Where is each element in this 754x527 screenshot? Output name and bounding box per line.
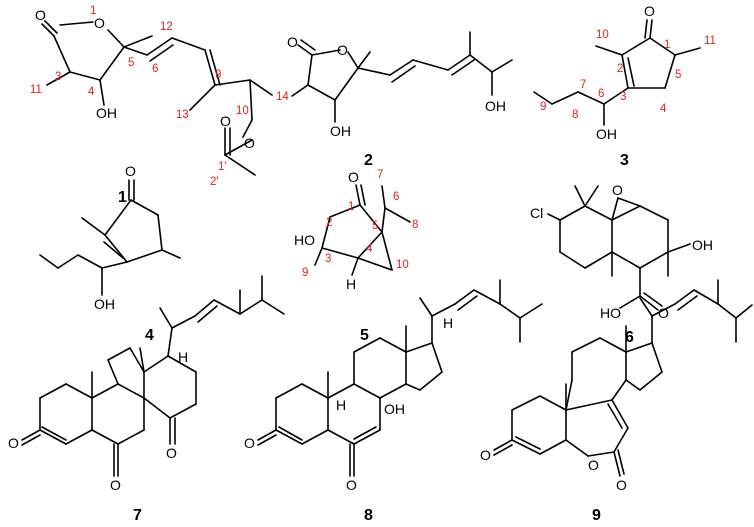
compound-3-num: 8 [572, 109, 578, 121]
compound-5-num: 5 [372, 220, 378, 232]
compound-1-atom-O1: O [35, 7, 46, 23]
compound-1-atom-O3: O [244, 135, 255, 151]
compound-8-atom-H2: H [443, 315, 453, 331]
compound-3-num: 1 [664, 39, 670, 51]
compound-2-atoms: O O OH OH [287, 34, 506, 139]
compound-3-num: 11 [704, 35, 716, 47]
compound-5-num: 8 [412, 219, 418, 231]
compound-6-atom-HO: HO [600, 305, 621, 321]
compound-1-num: 3 [55, 71, 61, 83]
compound-1-atom-O4: O [220, 113, 231, 129]
compound-4-label: 4 [145, 327, 154, 344]
compound-7-atom-O3: O [166, 445, 177, 461]
compound-5-num: 1 [348, 201, 354, 213]
compound-5-atom-O1: O [348, 169, 359, 185]
compound-1-num: 2' [210, 176, 219, 188]
compound-3-num: 5 [675, 69, 681, 81]
compound-5-numbering: 7 6 1 5 2 8 3 4 9 10 [302, 169, 418, 279]
compound-1-num: 1 [90, 5, 96, 17]
compound-6-atom-O: O [612, 182, 623, 198]
compound-7-atom-O2: O [110, 477, 121, 493]
compound-1-num: 1' [218, 161, 227, 173]
compound-8-atom-H1: H [336, 397, 346, 413]
compound-3-num: 7 [580, 79, 586, 91]
compound-9-structure [493, 279, 753, 477]
compound-1-num: 5 [128, 57, 134, 69]
compound-5-atom-HO: HO [294, 232, 315, 248]
compound-2-atom-O2: O [337, 42, 348, 58]
compound-4-structure [39, 179, 181, 296]
compound-3-num: 4 [660, 103, 667, 115]
compound-5-structure [314, 184, 411, 276]
compound-1-num: 6 [152, 63, 158, 75]
compound-7-structure [21, 275, 285, 477]
compound-7-atom-O1: O [8, 435, 19, 451]
compound-9-atom-O1: O [480, 447, 491, 463]
compound-8-atom-O2: O [346, 477, 357, 493]
compound-4-atom-O1: O [125, 163, 136, 179]
compound-7-atom-H: H [178, 349, 188, 365]
compound-1-num: 11 [30, 84, 42, 96]
compound-8-structure [257, 279, 543, 477]
compound-3-atom-OH: OH [596, 126, 617, 142]
compound-4-atoms: O OH [94, 163, 136, 312]
compound-6-atom-Cl: Cl [530, 205, 543, 221]
compound-5-num: 10 [396, 259, 409, 271]
compound-7-label: 7 [133, 507, 142, 524]
compound-9-atoms: O O O [480, 447, 627, 493]
compound-6-structure [547, 185, 691, 311]
compound-3-structure [533, 19, 701, 126]
compound-3-num: 3 [620, 91, 626, 103]
compound-3-num: 2 [617, 63, 623, 75]
compound-3-num: 9 [540, 101, 546, 113]
compound-6-atom-OH: OH [692, 237, 713, 253]
compound-6-atom-O2: O [658, 305, 669, 321]
compound-9-atom-O3: O [616, 477, 627, 493]
compound-3-atom-O1: O [644, 3, 655, 19]
compound-1-num: 9 [215, 69, 221, 81]
compound-8-label: 8 [364, 507, 373, 524]
compound-1-num: 13 [176, 109, 189, 121]
compound-2-atom-O1: O [287, 34, 298, 50]
compound-1-num: 4 [88, 86, 95, 98]
compound-4-atom-OH: OH [94, 296, 115, 312]
compound-3-atoms: O OH [596, 3, 655, 142]
compound-5-num: 4 [366, 243, 373, 255]
compound-6-atoms: Cl O OH HO O [530, 182, 713, 321]
compound-8-atom-O1: O [244, 435, 255, 451]
compound-8-atom-OH: OH [384, 401, 405, 417]
compound-1-atom-O2: O [94, 15, 105, 31]
compound-3-label: 3 [620, 152, 629, 169]
compound-2-atom-OH1: OH [330, 123, 351, 139]
compound-1-atom-OH: OH [96, 105, 117, 121]
compound-1-structure [41, 20, 273, 176]
compound-5-atoms: O HO H [294, 169, 359, 292]
compound-5-num: 6 [393, 191, 399, 203]
compound-1-num: 14 [276, 91, 289, 103]
compound-9-atom-O2: O [588, 457, 599, 473]
compound-5-num: 2 [326, 217, 332, 229]
compound-6-label: 6 [625, 329, 634, 346]
compound-1-label: 1 [118, 189, 127, 206]
compound-5-num: 9 [302, 267, 308, 279]
compound-2-structure [291, 31, 513, 123]
compound-3-num: 6 [598, 88, 604, 100]
compound-3-numbering: 10 1 11 2 5 9 3 6 4 8 7 [540, 29, 716, 121]
compound-9-label: 9 [592, 507, 601, 524]
compound-5-num: 7 [377, 169, 383, 181]
compound-7-atoms: H O O O [8, 349, 188, 493]
compound-5-atom-H: H [346, 276, 356, 292]
compound-5-label: 5 [360, 327, 369, 344]
compound-1-numbering: 1 12 5 3 11 4 6 9 14 13 10 1' 2' [30, 5, 289, 188]
compound-1-num: 12 [160, 21, 173, 33]
compound-2-label: 2 [364, 152, 373, 169]
compound-5-num: 3 [325, 253, 331, 265]
compound-1-atoms: O O OH O O [35, 7, 255, 151]
compound-2-atom-OH2: OH [485, 98, 506, 114]
compound-1-num: 10 [236, 105, 249, 117]
compound-3-num: 10 [596, 29, 609, 41]
compound-8-atoms: H H OH O O [244, 315, 453, 493]
